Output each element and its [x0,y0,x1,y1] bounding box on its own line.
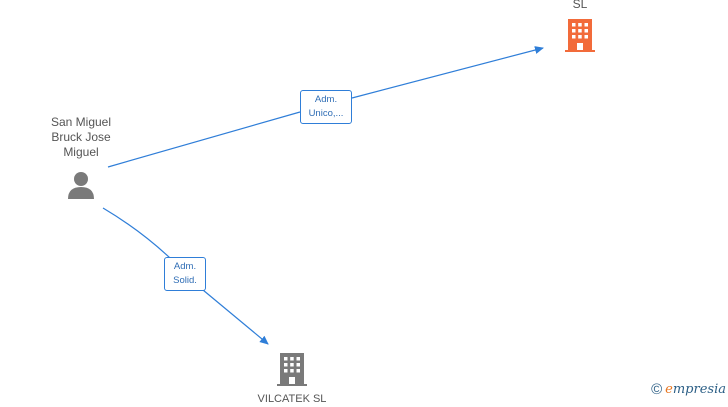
edge-label-top-line-1: Adm. [314,94,338,105]
edge-label-bottom-line-2: Solid. [173,275,197,286]
person-name-line-2: Bruck Jose [51,130,111,144]
person-name-line-3: Miguel [63,145,99,159]
edge-label-bottom-line-1: Adm. [173,261,197,272]
edge-line-to-bottom-company [102,207,268,344]
edge-label-top[interactable]: Adm. Unico,... [300,90,352,124]
building-icon[interactable] [564,18,596,52]
top-company-label[interactable]: SL [572,0,588,11]
edge-label-bottom[interactable]: Adm. Solid. [164,257,206,291]
copyright-symbol: © [651,381,663,398]
empresia-watermark: © empresia [651,381,726,398]
brand-logo: empresia [665,382,726,397]
person-icon[interactable] [66,170,96,200]
brand-initial: e [665,382,673,397]
person-name-line-1: San Miguel [50,115,112,129]
edge-line-to-top-company [107,48,543,168]
building-icon[interactable] [276,352,308,386]
edge-label-top-line-2: Unico,... [308,108,344,119]
person-node-label[interactable]: San Miguel Bruck Jose Miguel [36,115,126,160]
brand-rest: mpresia [672,382,726,397]
